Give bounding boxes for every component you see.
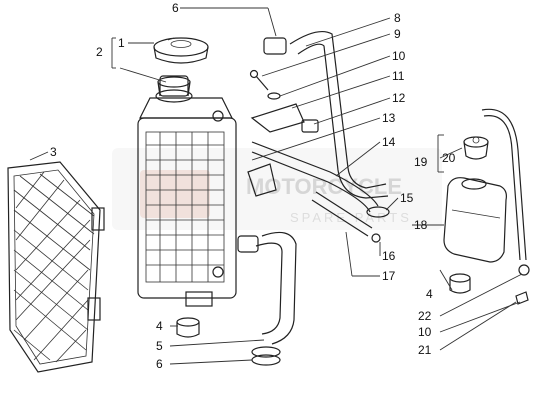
expansion-tank-part [443, 177, 507, 263]
callout-16: 16 [382, 249, 396, 263]
hose-clamp-part [366, 206, 390, 243]
lower-hose-part [237, 231, 297, 358]
callout-6-top: 6 [172, 1, 179, 15]
watermark-logo [140, 170, 210, 218]
callout-2: 2 [96, 45, 103, 59]
callout-14: 14 [382, 135, 396, 149]
radiator-grille-part [7, 161, 105, 373]
callout-6-bottom: 6 [156, 357, 163, 371]
radiator-part [137, 75, 237, 307]
callout-9: 9 [394, 27, 401, 41]
callout-4-left: 4 [156, 319, 163, 333]
tank-cap-part [463, 136, 489, 160]
callout-11: 11 [392, 69, 405, 83]
callout-15: 15 [400, 191, 414, 205]
callout-1: 1 [118, 36, 125, 50]
callout-3: 3 [50, 145, 57, 159]
callout-21: 21 [418, 343, 432, 357]
callout-17: 17 [382, 269, 396, 283]
callout-10-bottom: 10 [418, 325, 432, 339]
filler-neck-part [157, 76, 191, 97]
tank-mount-part [449, 273, 529, 305]
rubber-mount-part [176, 317, 200, 338]
callout-19: 19 [414, 155, 428, 169]
radiator-cap-part [153, 37, 209, 64]
callout-22: 22 [418, 309, 432, 323]
callout-20: 20 [442, 151, 456, 165]
mounting-bracket-part [247, 103, 319, 197]
callout-8: 8 [394, 11, 401, 25]
upper-hose-part [263, 31, 389, 199]
callout-4-right: 4 [426, 287, 433, 301]
watermark-brand: MOTORCYCLE [246, 174, 402, 199]
watermark: MOTORCYCLE SPARE PARTS [112, 148, 442, 230]
watermark-subtitle: SPARE PARTS [290, 210, 412, 225]
callout-5: 5 [156, 339, 163, 353]
callout-10-top: 10 [392, 49, 406, 63]
overflow-tube-part [481, 108, 530, 276]
leader-lines [29, 7, 523, 365]
callout-labels: 6 1 2 3 8 9 10 11 12 13 14 19 20 15 18 1… [50, 1, 456, 371]
callout-12: 12 [392, 91, 406, 105]
callout-18: 18 [414, 218, 428, 232]
callout-13: 13 [382, 111, 396, 125]
